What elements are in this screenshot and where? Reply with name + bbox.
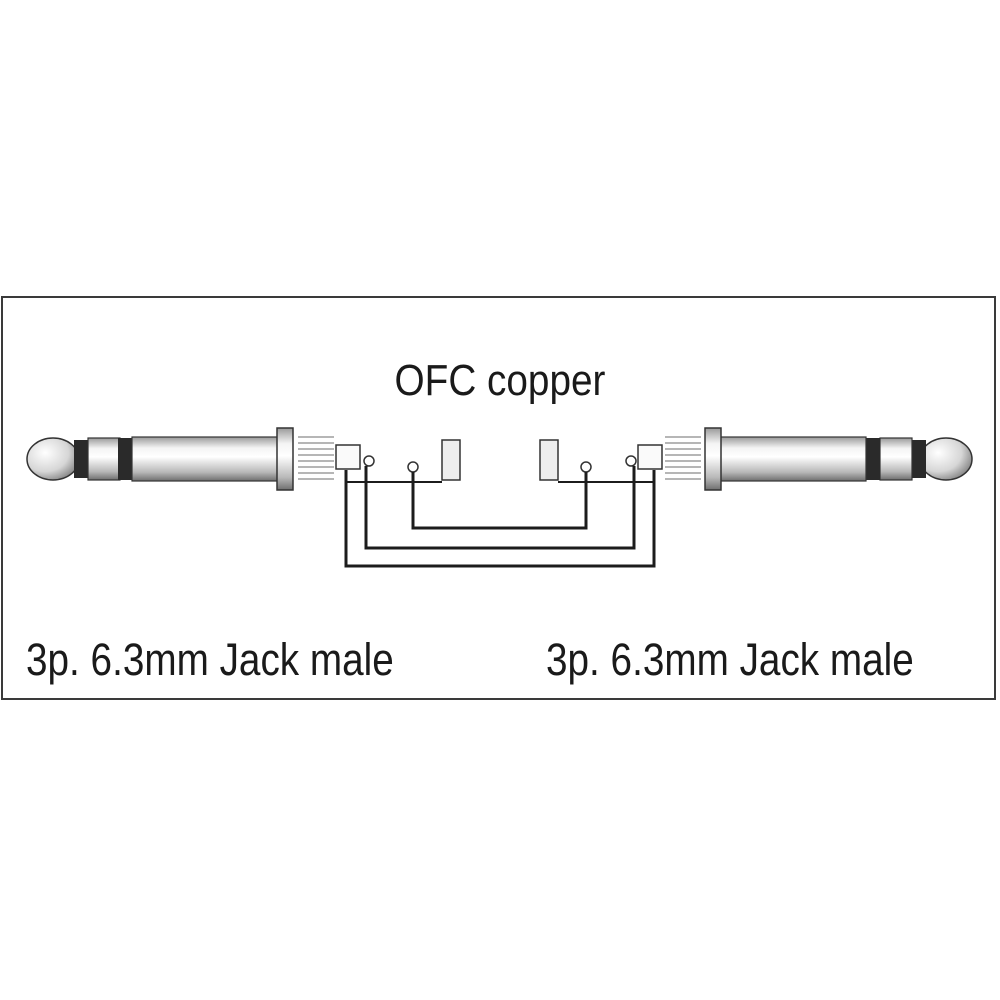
left-solder-point-ring [363, 455, 375, 467]
right-plug-sleeve [719, 436, 867, 482]
left-tip-insulator [74, 440, 88, 478]
left-ring-insulator [118, 438, 132, 480]
right-connector-label: 3p. 6.3mm Jack male [546, 634, 914, 685]
wire-tip [411, 472, 588, 530]
right-solder-point-tip [580, 461, 592, 473]
left-solder-tab-sleeve [441, 439, 461, 481]
right-plug-ring [879, 437, 913, 481]
right-tip-insulator [912, 440, 926, 478]
left-jack-plug [26, 427, 461, 491]
right-jack-plug [539, 427, 973, 491]
left-thread-lines [298, 436, 334, 480]
right-plug-collar [704, 427, 722, 491]
wire-ring [364, 466, 636, 550]
wires [344, 466, 656, 568]
left-solder-tab-ring [335, 444, 361, 470]
right-thread-lines [665, 436, 701, 480]
right-solder-tab-ring [637, 444, 663, 470]
left-plug-tip [26, 437, 80, 481]
left-plug-sleeve [131, 436, 279, 482]
diagram-frame [1, 296, 996, 700]
wire-sleeve [344, 470, 656, 568]
left-plug-ring [87, 437, 121, 481]
left-plug-collar [276, 427, 294, 491]
left-connector-label: 3p. 6.3mm Jack male [26, 634, 394, 685]
right-ring-insulator [866, 438, 880, 480]
right-plug-tip [919, 437, 973, 481]
right-solder-point-ring [625, 455, 637, 467]
left-solder-point-tip [407, 461, 419, 473]
cable-title: OFC copper [394, 356, 606, 405]
right-solder-tab-sleeve [539, 439, 559, 481]
